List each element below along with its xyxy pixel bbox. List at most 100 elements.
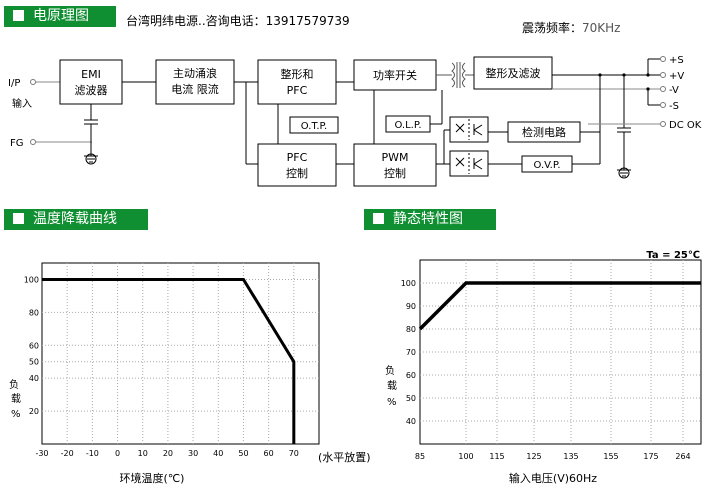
header-block-diagram: 电原理图 bbox=[4, 6, 116, 27]
oscillation-value: 70KHz bbox=[582, 21, 621, 35]
static-curve bbox=[418, 281, 701, 331]
oscillation-frequency: 震荡频率：70KHz bbox=[522, 19, 620, 36]
output-terminal-icon bbox=[660, 72, 666, 78]
header-square-icon bbox=[373, 213, 384, 224]
pfc-control-label-1: PFC bbox=[287, 151, 308, 164]
static-x-tick: 125 bbox=[526, 452, 541, 461]
input-terminal-icon bbox=[30, 79, 36, 85]
derating-ylabel-3: % bbox=[11, 409, 21, 420]
derating-y-tick: 100 bbox=[24, 275, 39, 284]
derating-note: (水平放置) bbox=[318, 450, 371, 464]
static-ylabel-1: 负 bbox=[385, 364, 395, 377]
static-y-tick: 70 bbox=[406, 348, 416, 357]
derating-x-tick: 60 bbox=[264, 449, 274, 458]
inrush-label-2: 电流 限流 bbox=[171, 82, 219, 96]
fg-terminal-icon bbox=[30, 139, 36, 145]
power-switch-label: 功率开关 bbox=[373, 68, 417, 82]
company-line: 台湾明纬电源..咨询电话：13917579739 bbox=[126, 14, 350, 28]
oscillation-label: 震荡频率： bbox=[522, 21, 583, 35]
output-ground-icon bbox=[617, 167, 631, 179]
derating-x-tick: -10 bbox=[86, 449, 99, 458]
output-minus-s: -S bbox=[669, 101, 679, 112]
header-derating: 温度降载曲线 bbox=[4, 209, 148, 230]
emi-label-2: 滤波器 bbox=[75, 84, 108, 97]
static-x-tick: 135 bbox=[563, 452, 578, 461]
output-terminal-icon bbox=[660, 86, 666, 92]
pfc-label-2: PFC bbox=[287, 84, 308, 97]
static-annotation: Ta = 25℃ bbox=[646, 250, 700, 261]
header-square-icon bbox=[13, 213, 24, 224]
derating-y-tick: 20 bbox=[29, 407, 39, 416]
derating-xlabel: 环境温度(℃) bbox=[120, 471, 185, 485]
output-plus-s: +S bbox=[669, 55, 684, 66]
detect-label: 检测电路 bbox=[522, 125, 566, 139]
ovp-label: O.V.P. bbox=[533, 160, 560, 171]
static-y-tick: 50 bbox=[406, 394, 416, 403]
input-label: I/P bbox=[8, 78, 20, 89]
inrush-label-1: 主动涌浪 bbox=[173, 66, 217, 80]
pfc-control-block bbox=[257, 143, 337, 187]
static-x-tick: 175 bbox=[643, 452, 658, 461]
derating-x-tick: 70 bbox=[289, 449, 299, 458]
static-x-tick: 155 bbox=[603, 452, 618, 461]
static-y-tick: 60 bbox=[406, 371, 416, 380]
header-block-diagram-label: 电原理图 bbox=[33, 8, 89, 24]
pwm-label-1: PWM bbox=[381, 151, 408, 164]
derating-y-tick: 80 bbox=[29, 308, 39, 317]
output-terminal-icon bbox=[660, 102, 666, 108]
static-x-tick: 115 bbox=[489, 452, 504, 461]
derating-curve bbox=[42, 277, 296, 444]
optocoupler-icon bbox=[449, 150, 489, 177]
static-y-tick: 80 bbox=[406, 325, 416, 334]
header-derating-label: 温度降载曲线 bbox=[33, 211, 117, 227]
optocoupler-icon bbox=[449, 116, 489, 143]
olp-label: O.L.P. bbox=[394, 120, 421, 131]
output-minus-v: -V bbox=[669, 85, 679, 96]
derating-y-tick: 60 bbox=[29, 341, 39, 350]
block-diagram: I/P 输入 FG EMI 滤波器 主动涌浪 电流 限流 整形和 PFC O.T… bbox=[8, 55, 702, 187]
header-static-label: 静态特性图 bbox=[393, 211, 463, 227]
static-x-tick: 85 bbox=[415, 452, 425, 461]
fg-label: FG bbox=[10, 138, 24, 149]
output-plus-v: +V bbox=[669, 71, 684, 82]
pfc-label-1: 整形和 bbox=[281, 67, 314, 81]
static-xlabel: 输入电压(V)60Hz bbox=[509, 471, 597, 485]
static-y-tick: 90 bbox=[406, 302, 416, 311]
header-static: 静态特性图 bbox=[364, 209, 496, 230]
derating-x-tick: 0 bbox=[115, 449, 120, 458]
rectifier-label: 整形及滤波 bbox=[486, 66, 541, 80]
pwm-control-block bbox=[353, 143, 437, 187]
otp-block bbox=[289, 116, 339, 134]
static-y-tick: 100 bbox=[401, 279, 416, 288]
derating-y-tick: 40 bbox=[29, 374, 39, 383]
derating-ylabel-2: 载 bbox=[11, 393, 21, 405]
derating-ylabel-1: 负 bbox=[9, 378, 19, 391]
rectifier-filter-block bbox=[473, 56, 553, 90]
derating-y-tick: 50 bbox=[29, 358, 39, 367]
derating-x-tick: 40 bbox=[213, 449, 223, 458]
pfc-control-label-2: 控制 bbox=[286, 166, 308, 180]
static-ylabel-3: % bbox=[387, 397, 397, 408]
derating-x-tick: 10 bbox=[138, 449, 148, 458]
output-terminal-icon bbox=[660, 121, 666, 127]
static-x-tick: 264 bbox=[675, 452, 690, 461]
derating-x-tick: 20 bbox=[163, 449, 173, 458]
emi-label-1: EMI bbox=[81, 68, 101, 81]
header-square-icon bbox=[13, 10, 24, 21]
static-ylabel-2: 载 bbox=[387, 380, 397, 392]
derating-plot-area bbox=[41, 262, 320, 445]
derating-x-tick: -20 bbox=[61, 449, 74, 458]
static-x-tick: 100 bbox=[458, 452, 473, 461]
derating-x-tick: -30 bbox=[35, 449, 48, 458]
static-y-tick: 40 bbox=[406, 417, 416, 426]
input-text: 输入 bbox=[12, 97, 32, 110]
derating-x-tick: 50 bbox=[238, 449, 248, 458]
output-terminal-icon bbox=[660, 56, 666, 62]
ground-icon bbox=[84, 153, 98, 165]
otp-label: O.T.P. bbox=[301, 121, 327, 132]
output-dc-ok: DC OK bbox=[669, 120, 702, 131]
transformer-icon bbox=[436, 62, 474, 88]
pwm-label-2: 控制 bbox=[384, 166, 406, 180]
